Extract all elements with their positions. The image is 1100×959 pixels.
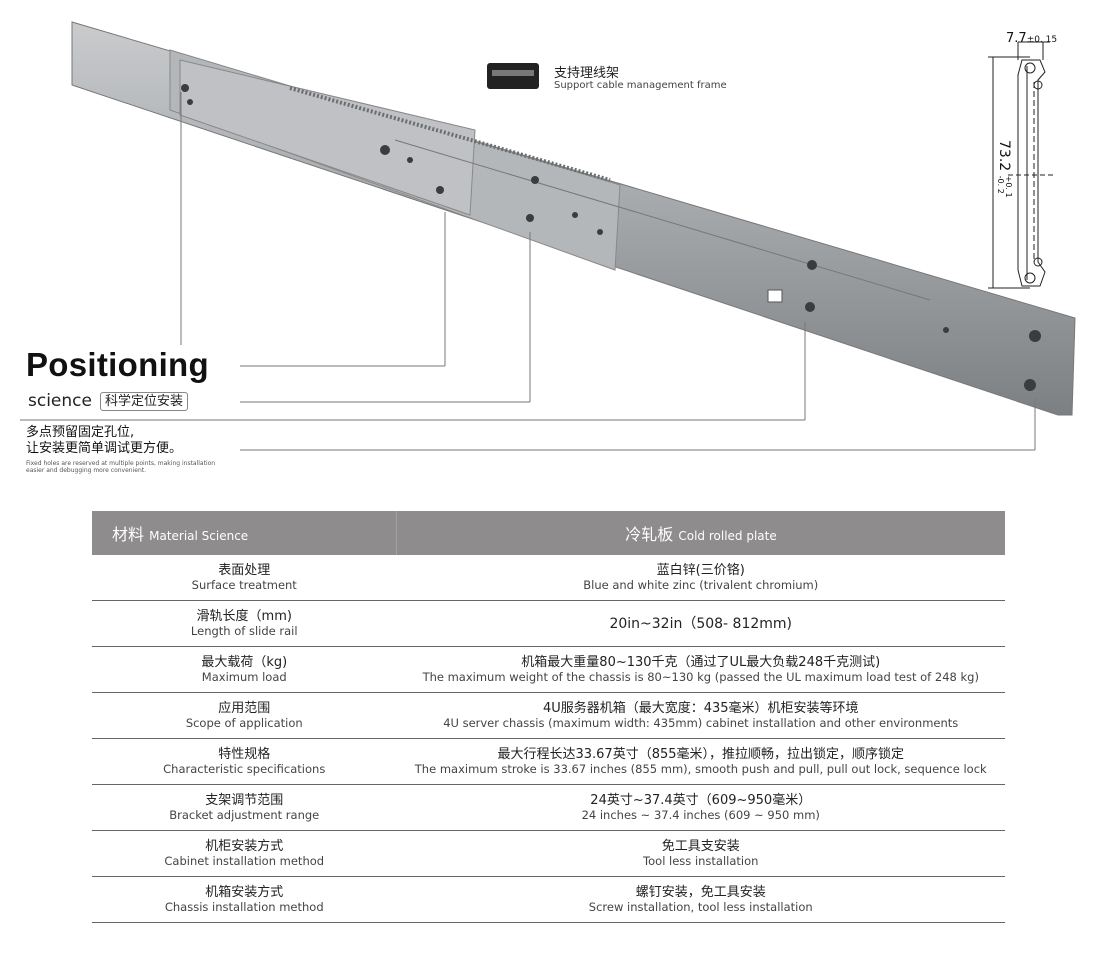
header-label-cn: 材料 xyxy=(112,525,145,544)
row-value-en: Screw installation, tool less installati… xyxy=(588,899,813,914)
table-row: 最大载荷（kg)Maximum load 机箱最大重量80~130千克（通过了U… xyxy=(92,646,1005,693)
callout-desc-en: Fixed holes are reserved at multiple poi… xyxy=(26,460,215,474)
row-value-en: 24 inches ~ 37.4 inches (609 ~ 950 mm) xyxy=(581,807,820,822)
row-label-cn: 最大载荷（kg) xyxy=(201,654,288,670)
row-value-en: The maximum weight of the chassis is 80~… xyxy=(422,669,979,684)
row-label-cn: 表面处理 xyxy=(218,562,271,578)
row-label-cn: 特性规格 xyxy=(218,746,271,762)
row-label-cn: 机柜安装方式 xyxy=(205,838,284,854)
callout-tag: 科学定位安装 xyxy=(99,391,188,411)
row-label-en: Surface treatment xyxy=(191,577,297,592)
row-value-cn: 机箱最大重量80~130千克（通过了UL最大负载248千克测试) xyxy=(521,654,881,670)
width-tolerance: ±0. 15 xyxy=(1026,35,1058,45)
desc-en-line: Fixed holes are reserved at multiple poi… xyxy=(26,460,216,467)
slide-rail-illustration xyxy=(20,21,1076,451)
row-label-en: Characteristic specifications xyxy=(163,761,326,776)
desc-en-line: easier and debugging more convenient. xyxy=(26,467,147,474)
row-value-en: 4U server chassis (maximum width: 435mm)… xyxy=(443,715,959,730)
callout-subtitle: science 科学定位安装 xyxy=(28,391,188,411)
spec-table: 材料 Material Science 冷轧板 Cold rolled plat… xyxy=(92,511,1005,923)
callout-title: Positioning xyxy=(26,346,209,383)
row-value-cn: 4U服务器机箱（最大宽度：435毫米）机柜安装等环境 xyxy=(542,700,859,716)
row-label-en: Cabinet installation method xyxy=(164,853,325,868)
height-tol-plus: +0. 1 xyxy=(1004,175,1013,198)
row-value-cn: 蓝白锌(三价铬) xyxy=(656,562,745,578)
height-value: 73.2 xyxy=(996,140,1012,172)
width-value: 7.7 xyxy=(1006,31,1027,46)
legend-label-en: Support cable management frame xyxy=(554,80,727,91)
row-value-en: Blue and white zinc (trivalent chromium) xyxy=(583,577,819,592)
callout-desc-cn: 多点预留固定孔位,让安装更简单调试更方便。 xyxy=(26,425,182,457)
row-label-en: Chassis installation method xyxy=(164,899,324,914)
header-value: 冷轧板 Cold rolled plate xyxy=(396,511,1005,555)
row-label-en: Scope of application xyxy=(185,715,303,730)
row-label-en: Bracket adjustment range xyxy=(169,807,320,822)
subtitle-text: science xyxy=(28,391,92,411)
row-label-cn: 滑轨长度（mm) xyxy=(196,608,292,624)
row-label-en: Maximum load xyxy=(201,669,287,684)
table-header: 材料 Material Science 冷轧板 Cold rolled plat… xyxy=(92,511,1005,555)
row-label-en: Length of slide rail xyxy=(190,623,298,638)
row-value-cn: 最大行程长达33.67英寸（855毫米），推拉顺畅，拉出锁定，顺序锁定 xyxy=(497,746,905,762)
row-label-cn: 机箱安装方式 xyxy=(205,884,284,900)
legend-label-cn: 支持理线架 xyxy=(554,66,620,81)
width-dimension: 7.7±0. 15 xyxy=(1006,31,1057,46)
header-value-en: Cold rolled plate xyxy=(678,529,777,543)
desc-cn-line: 多点预留固定孔位, xyxy=(26,425,135,440)
table-row: 滑轨长度（mm)Length of slide rail 20in~32in（5… xyxy=(92,600,1005,647)
header-label: 材料 Material Science xyxy=(92,511,397,555)
row-label: 滑轨长度（mm)Length of slide rail xyxy=(92,600,397,647)
row-value-cn: 免工具支安装 xyxy=(661,838,740,854)
mounting-holes xyxy=(181,84,1041,391)
row-value: 蓝白锌(三价铬)Blue and white zinc (trivalent c… xyxy=(396,555,1005,601)
row-value: 20in~32in（508- 812mm) xyxy=(396,600,1005,647)
row-value-cn: 螺钉安装，免工具安装 xyxy=(635,884,766,900)
header-value-cn: 冷轧板 xyxy=(625,525,674,544)
inner-rail xyxy=(179,59,476,216)
row-label-cn: 支架调节范围 xyxy=(205,792,284,808)
cable-frame-icon xyxy=(487,63,539,89)
row-label-cn: 应用范围 xyxy=(218,700,271,716)
header-label-en: Material Science xyxy=(149,529,249,543)
row-value-en: Tool less installation xyxy=(643,853,759,868)
height-dimension: 73.2 +0. 1-0. 2 xyxy=(996,140,1013,198)
leader-lines xyxy=(20,92,1036,451)
desc-cn-line: 让安装更简单调试更方便。 xyxy=(26,441,183,456)
height-tol-minus: -0. 2 xyxy=(996,175,1005,194)
row-value-en: The maximum stroke is 33.67 inches (855 … xyxy=(414,761,987,776)
row-value-cn: 20in~32in（508- 812mm) xyxy=(609,615,793,632)
rail-profile-drawing xyxy=(988,41,1055,289)
row-label: 最大载荷（kg)Maximum load xyxy=(92,646,397,693)
row-value: 机箱最大重量80~130千克（通过了UL最大负载248千克测试)The maxi… xyxy=(396,646,1005,693)
row-value-cn: 24英寸~37.4英寸（609~950毫米） xyxy=(590,792,812,808)
row-value: 24英寸~37.4英寸（609~950毫米）24 inches ~ 37.4 i… xyxy=(396,784,1005,831)
